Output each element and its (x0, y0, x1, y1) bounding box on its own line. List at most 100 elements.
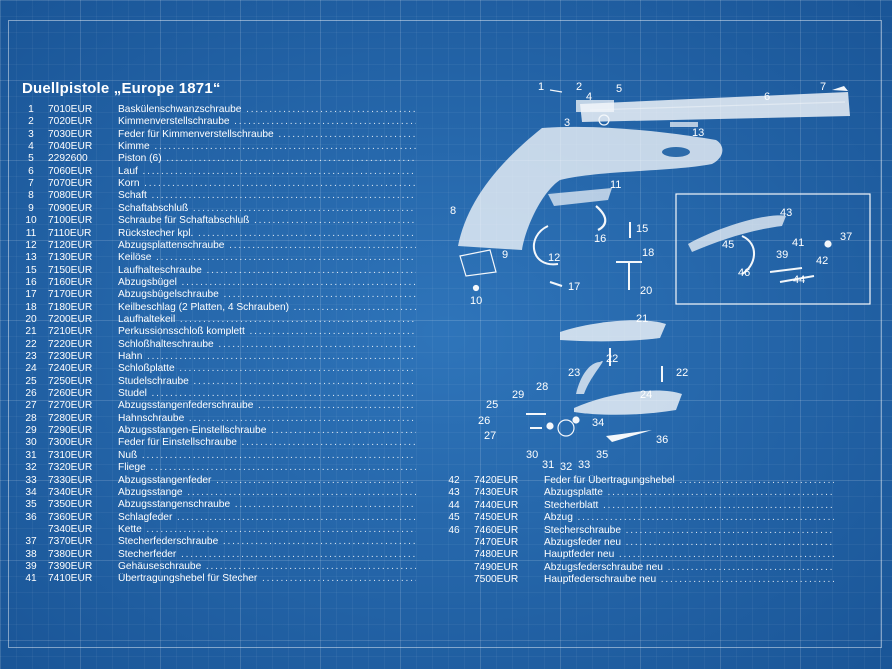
part-number: 42 (448, 475, 460, 486)
part-description-text: Hauptfeder neu (544, 549, 615, 561)
callout-label: 1 (538, 81, 544, 93)
part-description: Abzugsstange ...........................… (118, 487, 416, 499)
part-code: 7270EUR (48, 400, 93, 412)
part-description: Abzugsfederschraube neu ................… (544, 562, 834, 574)
page-title: Duellpistole „Europe 1871“ (22, 80, 221, 97)
callout-label: 46 (738, 267, 750, 279)
part-description: Schaftabschluß .........................… (118, 203, 416, 215)
part-number: 33 (25, 474, 37, 486)
leader-dots: ........................................… (271, 425, 416, 437)
part-description: Abzugsbügelschraube ....................… (118, 289, 416, 301)
part-code: 7490EUR (474, 561, 519, 573)
part-description: Abzug ..................................… (544, 512, 834, 524)
part-code: 7070EUR (48, 178, 93, 190)
part-description: Schraube für Schaftabschluß ............… (118, 215, 416, 227)
part-number: 45 (448, 512, 460, 524)
set-trigger (548, 188, 612, 206)
leader-dots: ........................................… (179, 363, 416, 375)
part-number: 4 (28, 141, 34, 153)
part-code: 7300EUR (48, 437, 93, 449)
part-code: 7080EUR (48, 190, 93, 202)
part-number: 13 (25, 252, 37, 264)
callout-label: 44 (793, 274, 805, 286)
inset-trigger (741, 235, 755, 275)
part-description: Übertragungshebel für Stecher ..........… (118, 573, 416, 585)
part-code: 7290EUR (48, 425, 93, 437)
leader-dots: ........................................… (618, 549, 834, 561)
part-number: 41 (25, 573, 37, 585)
part-description: Schlagfeder ............................… (118, 512, 416, 524)
leader-dots: ........................................… (246, 104, 416, 115)
part-description: Perkussionsschloß komplett .............… (118, 326, 416, 338)
barrel (580, 92, 850, 122)
part-description: Kimme ..................................… (118, 141, 416, 153)
part-description: Gehäuseschraube ........................… (118, 561, 416, 573)
callout-label: 45 (722, 239, 734, 251)
part-code: 7450EUR (474, 512, 519, 524)
part-description: Laufhaltekeil ..........................… (118, 314, 416, 326)
part-description: Piston (6) .............................… (118, 153, 416, 165)
callout-label: 18 (642, 247, 654, 259)
leader-dots: ........................................… (254, 215, 416, 227)
leader-dots: ........................................… (193, 375, 416, 387)
leader-dots: ........................................… (156, 252, 416, 264)
part-code: 7480EUR (474, 549, 519, 561)
callout-label: 25 (486, 399, 498, 411)
callout-label: 7 (820, 81, 826, 93)
part-code: 7060EUR (48, 165, 93, 177)
part-description-text: Rückstecher kpl. (118, 227, 194, 239)
callout-label: 23 (568, 367, 580, 379)
part-description: Kette ..................................… (118, 524, 416, 536)
part-description: Stecherblatt ...........................… (544, 500, 834, 512)
lock-plate-lower (574, 390, 682, 415)
part-description-text: Keilbeschlag (2 Platten, 4 Schrauben) (118, 301, 290, 313)
part-description-text: Abzugsstangenschraube (118, 499, 231, 511)
part-description-text: Abzugsstange (118, 486, 183, 498)
leader-dots: ........................................… (625, 537, 834, 548)
callout-label: 42 (816, 255, 828, 267)
part-code: 7160EUR (48, 276, 93, 288)
part-number: 29 (25, 425, 37, 437)
callout-label: 6 (764, 91, 770, 103)
part-code: 7020EUR (48, 116, 93, 128)
part-description-text: Schaft (118, 190, 147, 202)
part-code: 7090EUR (48, 202, 93, 214)
callout-label: 26 (478, 415, 490, 427)
part-number: 22 (25, 338, 37, 350)
leader-dots: ........................................… (187, 486, 416, 498)
callout-label: 22 (606, 353, 618, 365)
part-description: Baskülenschwanzschraube ................… (118, 104, 416, 116)
leader-dots: ........................................… (234, 499, 416, 511)
trigger-inset-box (675, 193, 871, 305)
sear (546, 422, 554, 430)
part-number: 21 (25, 326, 37, 338)
part-code: 7340EUR (48, 486, 93, 498)
callout-label: 5 (616, 83, 622, 95)
part-description-text: Korn (118, 178, 140, 190)
part-code: 7390EUR (48, 560, 93, 572)
part-code: 7030EUR (48, 128, 93, 140)
leader-dots: ........................................… (216, 474, 416, 486)
part-description-text: Fliege (118, 462, 146, 474)
part-code: 7130EUR (48, 252, 93, 264)
part-number: 38 (25, 548, 37, 560)
part-description-text: Hahn (118, 351, 143, 362)
part-code: 7240EUR (48, 363, 93, 375)
part-number: 7 (28, 178, 34, 190)
part-number: 3 (28, 128, 34, 140)
part-code: 7350EUR (48, 499, 93, 511)
leader-dots: ........................................… (261, 573, 416, 585)
part-description: Lauf ...................................… (118, 166, 416, 178)
leader-dots: ........................................… (258, 400, 416, 412)
